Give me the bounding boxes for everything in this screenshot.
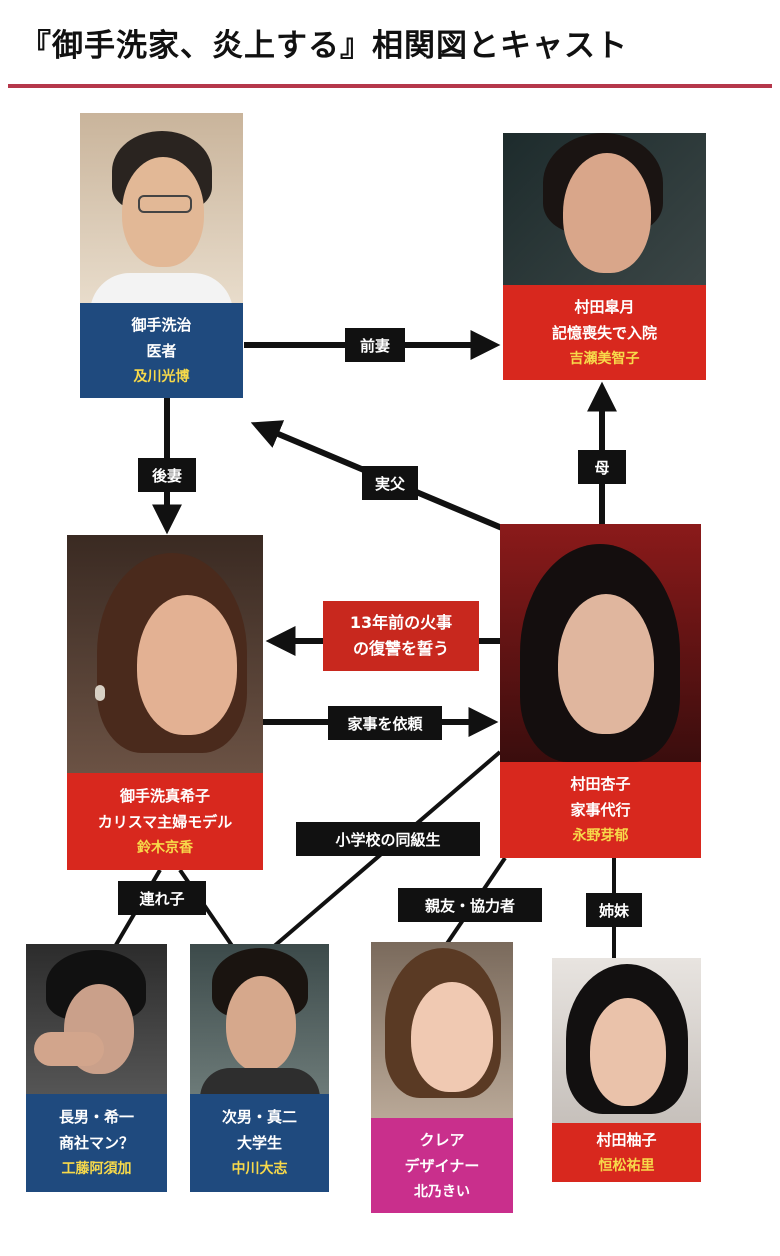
character-role: 商社マン？: [58, 1134, 134, 1152]
character-actor: 恒松祐里: [598, 1157, 655, 1174]
card-claire: クレア デザイナー 北乃きい: [371, 1118, 513, 1213]
character-actor: 永野芽郁: [572, 828, 629, 844]
character-actor: 及川光博: [133, 368, 190, 385]
photo-yuzuko: [552, 958, 701, 1123]
character-name: クレア: [419, 1130, 465, 1149]
card-satsuki: 村田皐月 記憶喪失で入院 吉瀬美智子: [503, 285, 706, 380]
label-zensai: 前妻: [345, 328, 405, 362]
character-role: カリスマ主婦モデル: [97, 812, 233, 831]
page-title: 『御手洗家、炎上する』相関図とキャスト: [20, 28, 628, 64]
label-shinyu: 親友・協力者: [398, 888, 542, 922]
character-actor: 中川大志: [231, 1161, 288, 1177]
character-name: 御手洗治: [131, 315, 192, 334]
photo-makiko: [67, 535, 263, 773]
label-fukushu-line2: の復讐を誓う: [352, 639, 449, 658]
label-kosai: 後妻: [138, 458, 196, 492]
card-yuzuko: 村田柚子 恒松祐里: [552, 1123, 701, 1182]
label-fukushu-line1: 13年前の火事: [349, 613, 453, 632]
character-actor: 吉瀬美智子: [569, 350, 640, 367]
photo-anzu: [500, 524, 701, 762]
character-role: デザイナー: [404, 1156, 480, 1175]
photo-osamu: [80, 113, 243, 303]
label-shimai: 姉妹: [586, 893, 642, 927]
character-role: 記憶喪失で入院: [551, 323, 657, 342]
photo-kiichi: [26, 944, 167, 1094]
character-actor: 工藤阿須加: [61, 1161, 132, 1177]
label-fukushu: 13年前の火事 の復讐を誓う: [323, 601, 479, 671]
character-role: 大学生: [236, 1134, 282, 1152]
card-shinji: 次男・真二 大学生 中川大志: [190, 1094, 329, 1192]
character-actor: 北乃きい: [414, 1183, 470, 1200]
character-name: 村田杏子: [570, 775, 631, 793]
card-osamu: 御手洗治 医者 及川光博: [80, 303, 243, 398]
photo-claire: [371, 942, 513, 1118]
photo-satsuki: [503, 133, 706, 285]
character-role: 家事代行: [570, 801, 631, 819]
label-kaji: 家事を依頼: [328, 706, 442, 740]
title-divider: [8, 84, 772, 88]
character-actor: 鈴木京香: [137, 839, 193, 856]
character-name: 御手洗真希子: [119, 786, 210, 805]
character-name: 村田柚子: [596, 1130, 657, 1149]
character-name: 次男・真二: [221, 1108, 297, 1126]
character-role: 医者: [146, 341, 177, 360]
character-name: 長男・希一: [58, 1108, 134, 1126]
label-jippu: 実父: [362, 466, 418, 500]
label-haha: 母: [578, 450, 626, 484]
card-makiko: 御手洗真希子 カリスマ主婦モデル 鈴木京香: [67, 773, 263, 870]
card-kiichi: 長男・希一 商社マン？ 工藤阿須加: [26, 1094, 167, 1192]
card-anzu: 村田杏子 家事代行 永野芽郁: [500, 762, 701, 858]
photo-shinji: [190, 944, 329, 1094]
label-tsureko: 連れ子: [118, 881, 206, 915]
character-name: 村田皐月: [574, 297, 635, 316]
label-doukyusei: 小学校の同級生: [296, 822, 480, 856]
